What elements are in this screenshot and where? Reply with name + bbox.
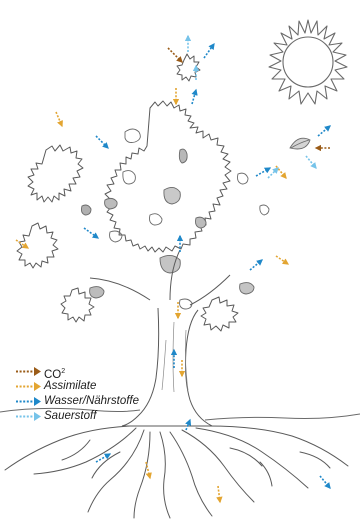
oxygen-arrows: [188, 36, 316, 178]
assimilate-arrows: [16, 88, 288, 502]
legend-label-assimilate: Assimilate: [44, 379, 96, 394]
crown-gaps: [81, 129, 269, 309]
legend-label-wasser: Wasser/Nährstoffe: [44, 394, 139, 409]
legend-item-sauerstoff: Sauerstoff: [14, 409, 174, 424]
legend: CO2 Assimilate Wasser/Nährstoffe Sauerst…: [14, 364, 174, 424]
legend-label-sauerstoff: Sauerstoff: [44, 409, 96, 424]
sun-icon: [269, 20, 347, 104]
legend-item-wasser: Wasser/Nährstoffe: [14, 394, 174, 409]
oxygen-arrow-icon: [14, 410, 42, 423]
co2-arrows: [168, 48, 330, 148]
co2-arrow-icon: [14, 365, 42, 378]
legend-item-assimilate: Assimilate: [14, 379, 174, 394]
legend-item-co2: CO2: [14, 364, 174, 379]
tree-roots: [5, 426, 348, 518]
tree-crown: [17, 54, 238, 331]
assimilate-arrow-icon: [14, 380, 42, 393]
water-arrow-icon: [14, 395, 42, 408]
leaf-icon: [290, 138, 310, 149]
